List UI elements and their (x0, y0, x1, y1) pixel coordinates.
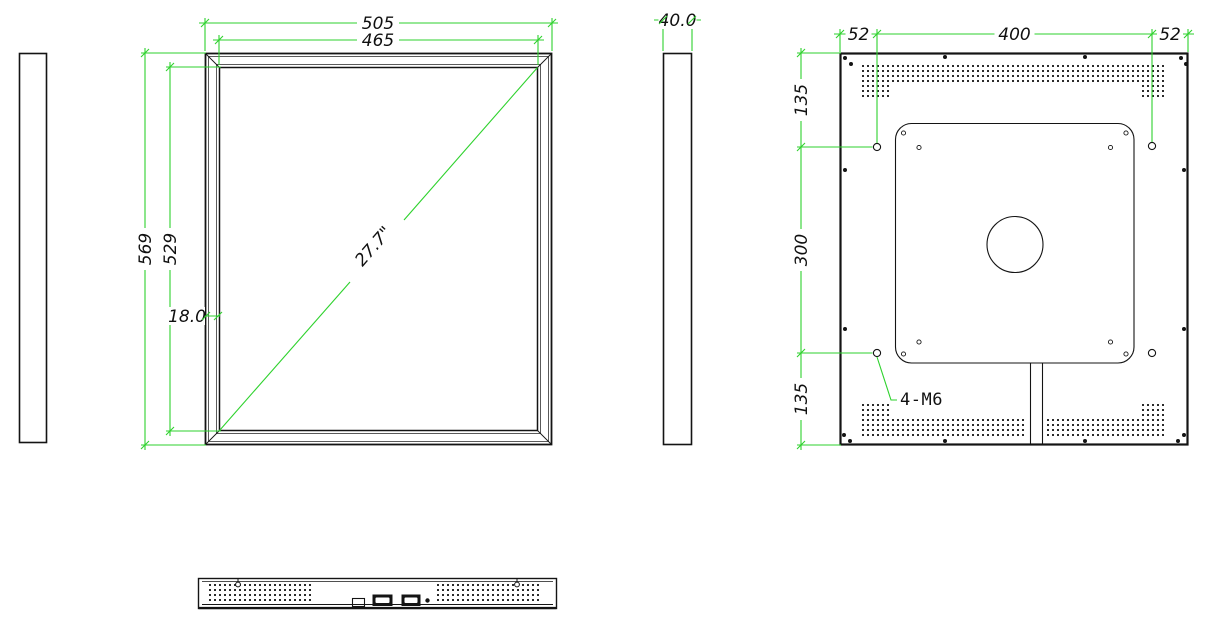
side-view-left-outline (18, 52, 48, 444)
usb-port-1 (372, 594, 393, 606)
dim-label-vesa-width: 400 (998, 25, 1030, 45)
dim-label-outer-height: 569 (136, 233, 156, 265)
back-view: 52 400 52 135 300 (792, 25, 1194, 450)
screen-area (218, 66, 539, 432)
ir-led-dot (425, 598, 430, 603)
dim-front-outer-height: 569 (136, 48, 206, 450)
dim-label-inner-height: 529 (161, 233, 181, 265)
vesa-hole-top-left (872, 142, 882, 152)
dim-back-top: 52 400 52 (834, 25, 1194, 143)
bottom-keyhole-left (235, 578, 241, 588)
vesa-hole-bottom-left (872, 348, 882, 358)
mount-holes-label: 4-M6 (900, 390, 943, 410)
dim-label-vesa-height: 300 (792, 234, 812, 266)
dim-ticks (140, 15, 1193, 450)
back-bottom-vent (862, 404, 1164, 436)
dim-label-inner-width: 465 (362, 31, 394, 51)
dim-diagonal: 27.7" (219, 67, 538, 431)
screen-outer-line (216, 64, 541, 434)
side-view-thickness: 40.0 (654, 11, 701, 446)
dim-label-margin-left: 52 (848, 25, 870, 45)
dim-label-bezel: 18.0 (168, 307, 206, 327)
front-outer-frame (204, 52, 553, 446)
vesa-mount-holes (872, 141, 1157, 358)
back-top-vent (862, 65, 1164, 97)
dim-label-margin-bottom: 135 (792, 383, 812, 415)
dim-front-inner-width: 465 (213, 31, 544, 65)
vesa-plate-screw-holes (900, 130, 1129, 357)
vesa-hole-bottom-right (1147, 348, 1157, 358)
bottom-keyhole-right (514, 578, 520, 588)
dim-back-left: 135 300 135 (792, 48, 873, 450)
frame-miter-corners (205, 53, 552, 445)
side-view-left (18, 52, 48, 444)
front-bezel-inner-line (208, 56, 549, 442)
back-panel-outline (839, 52, 1189, 446)
bottom-right-vent (437, 584, 539, 601)
dim-label-thickness: 40.0 (659, 11, 697, 31)
power-switch (351, 597, 366, 608)
dim-label-outer-width: 505 (362, 14, 394, 34)
side-view-outline (662, 52, 693, 446)
mount-holes-callout: 4-M6 (876, 356, 943, 410)
dim-thickness: 40.0 (654, 11, 701, 51)
vesa-plate (894, 122, 1135, 364)
back-screws (842, 55, 1188, 443)
dim-label-margin-right: 52 (1159, 25, 1181, 45)
bottom-left-vent (209, 584, 311, 601)
cable-pass-hole (986, 215, 1044, 274)
usb-port-2 (401, 594, 421, 606)
vesa-hole-top-right (1147, 141, 1157, 151)
dim-front-bezel: 18.0 (168, 307, 220, 327)
front-view: 27.7" 505 465 (136, 14, 558, 450)
bottom-view (197, 577, 558, 610)
dim-front-inner-height: 529 (161, 62, 221, 436)
dim-label-margin-top: 135 (792, 84, 812, 116)
